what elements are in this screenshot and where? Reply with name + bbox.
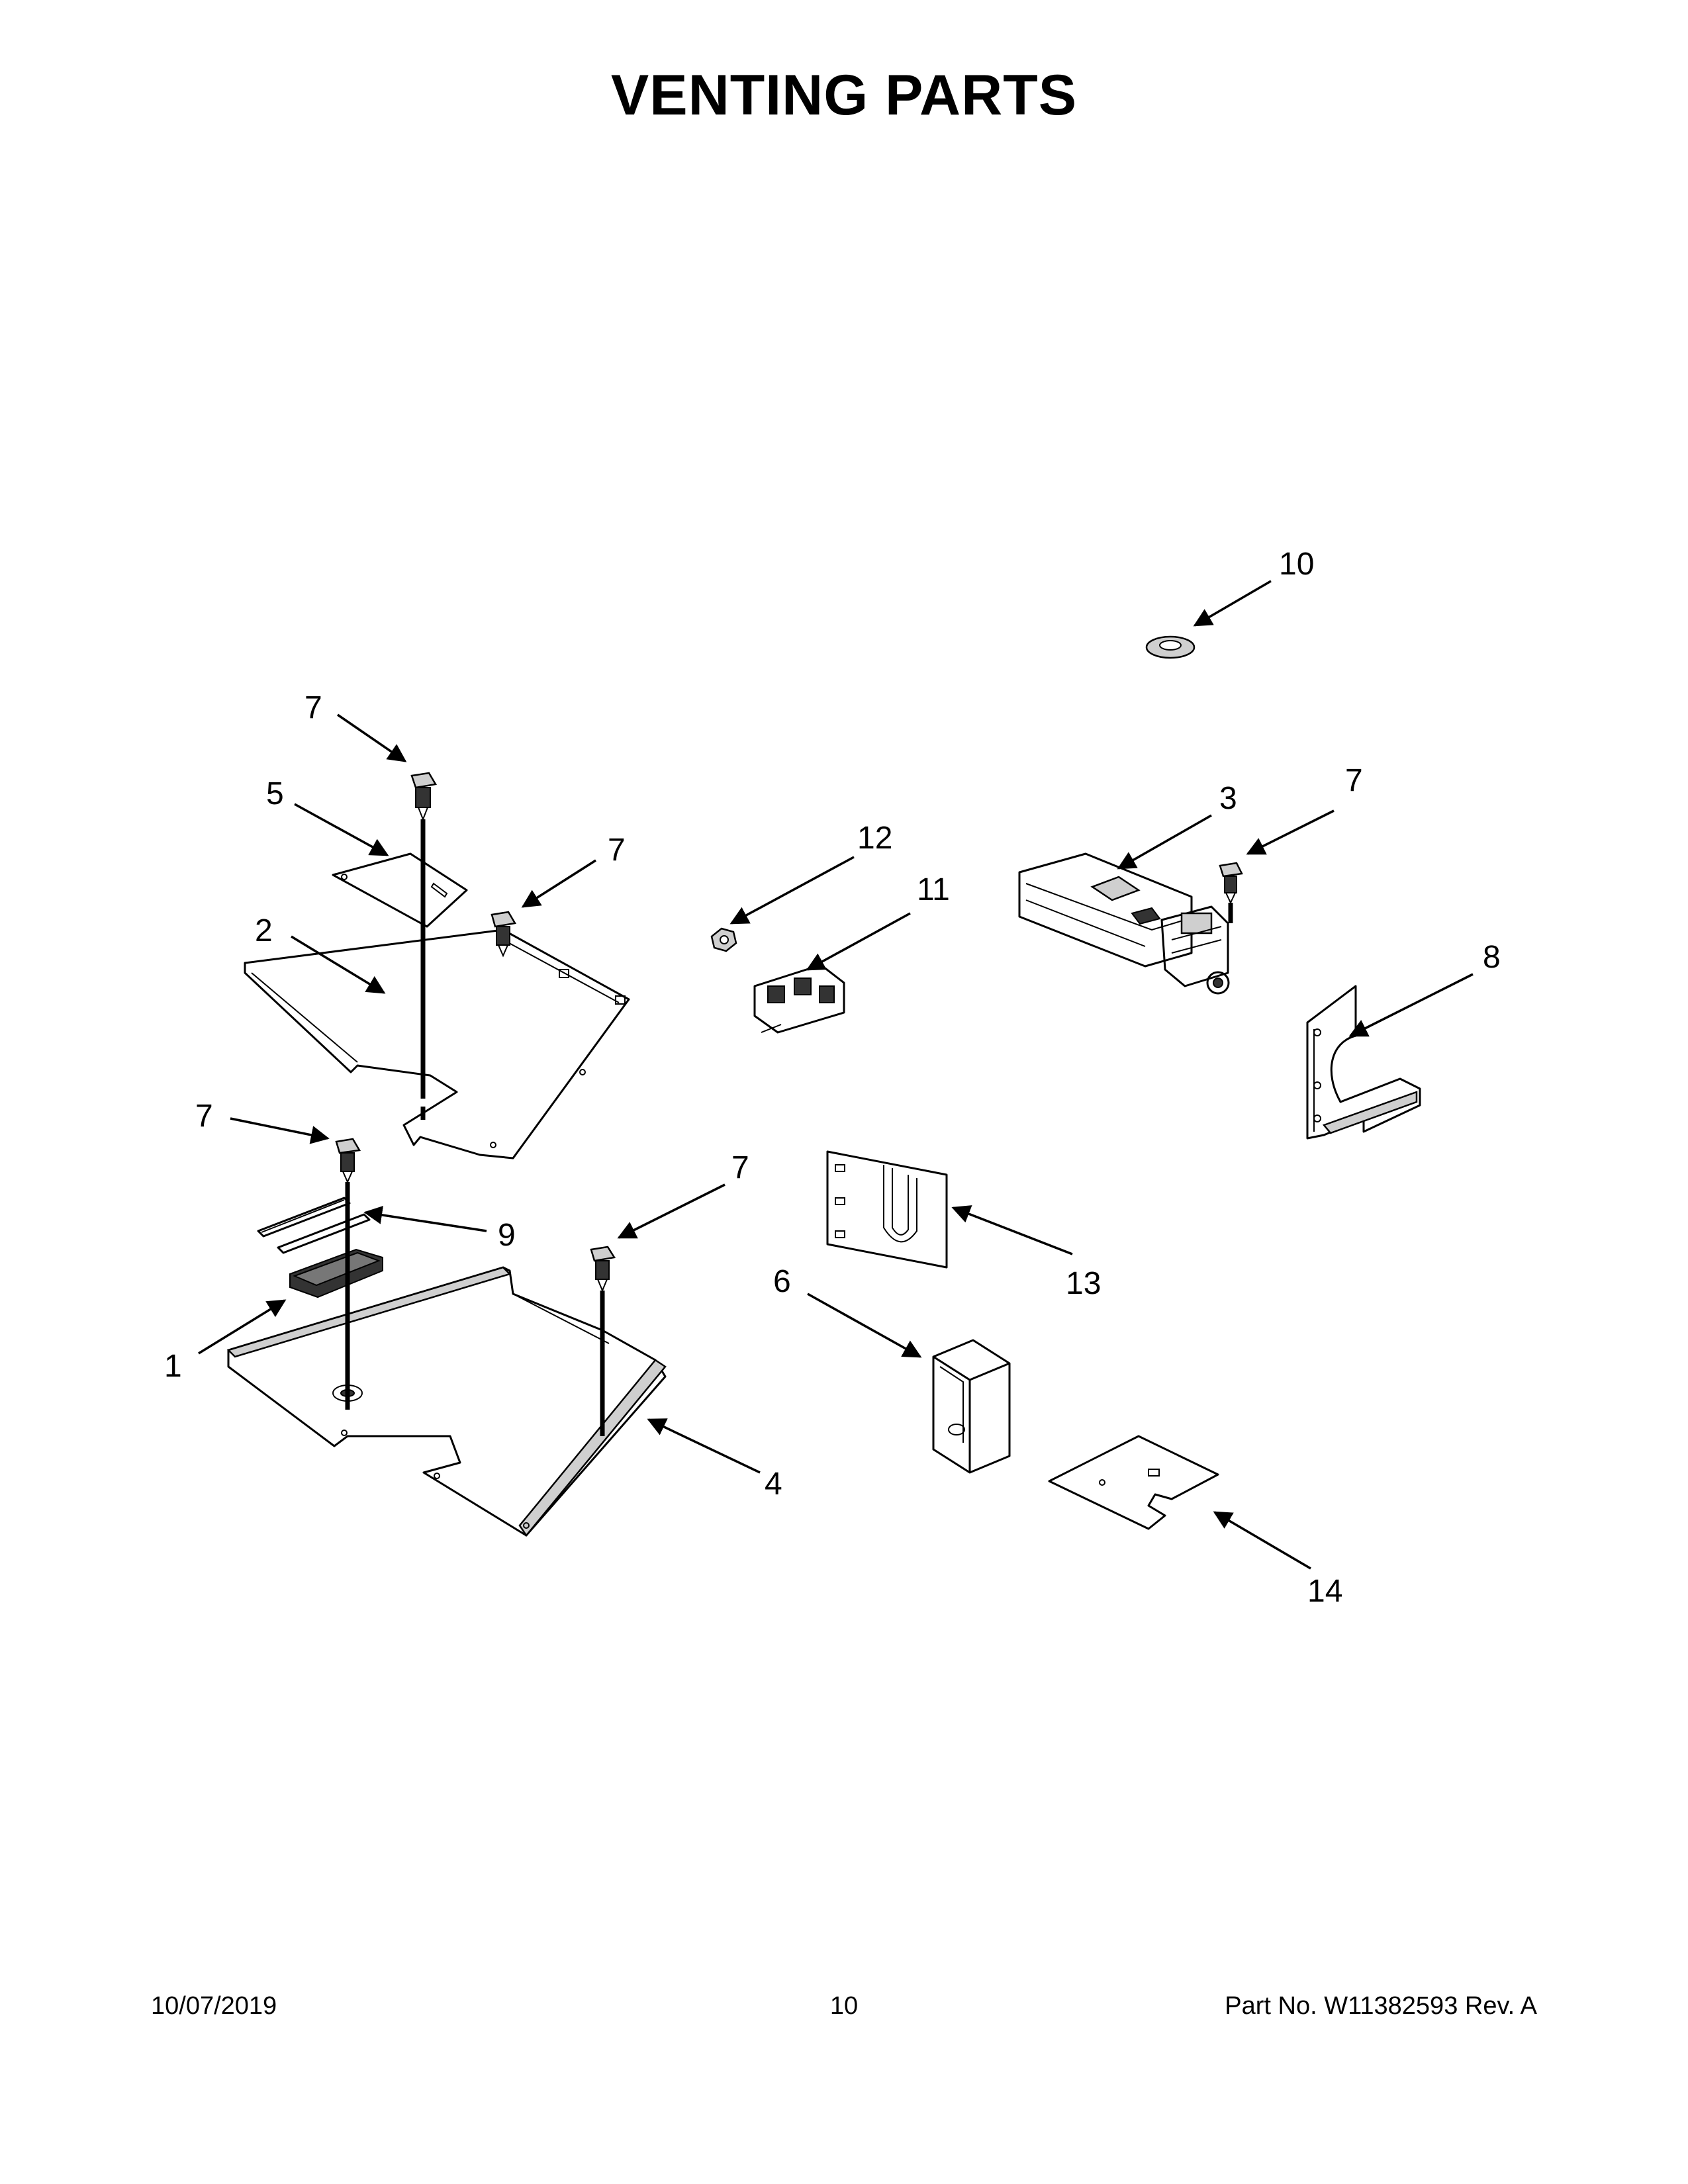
- callout-12: 12: [857, 821, 892, 856]
- part-7-screw-b: [491, 911, 516, 958]
- part-4-bottom-panel: [226, 1266, 667, 1537]
- part-2-top-panel: [244, 926, 630, 1160]
- callout-4: 4: [765, 1467, 782, 1502]
- callout-9: 9: [498, 1218, 516, 1253]
- callout-7-d: 7: [195, 1099, 213, 1134]
- callout-7-a: 7: [305, 690, 322, 725]
- leader-lines: [198, 580, 1474, 1570]
- part-14-cover-plate: [1048, 1435, 1219, 1530]
- part-12-nut: [710, 927, 737, 952]
- callout-3: 3: [1219, 781, 1237, 816]
- callout-7-b: 7: [608, 833, 626, 868]
- page-title: VENTING PARTS: [610, 64, 1078, 127]
- part-5-small-plate: [332, 852, 468, 928]
- part-3-vent-motor: [1018, 852, 1230, 995]
- footer-date: 10/07/2019: [151, 1992, 277, 2020]
- callout-labels: 1 2 3 4 5 6 7 7 7 7 7 8 9 10 11 12 13 14: [164, 547, 1501, 1609]
- part-1-vent-duct: [289, 1248, 383, 1298]
- callout-13: 13: [1066, 1266, 1101, 1301]
- callout-8: 8: [1483, 940, 1501, 975]
- part-7-screw-e: [590, 1246, 616, 1436]
- part-10-washer: [1145, 635, 1196, 659]
- callout-10: 10: [1279, 547, 1314, 582]
- callout-7-c: 7: [1345, 763, 1363, 798]
- part-7-screw-d: [335, 1138, 361, 1410]
- callout-1: 1: [164, 1349, 182, 1384]
- callout-6: 6: [773, 1264, 791, 1299]
- callout-2: 2: [255, 913, 273, 948]
- callout-5: 5: [266, 776, 284, 811]
- part-7-screw-c: [1219, 862, 1243, 923]
- footer-page-number: 10: [829, 1992, 859, 2020]
- part-13-u-plate: [826, 1150, 948, 1269]
- callout-7-e: 7: [731, 1150, 749, 1185]
- footer-part-number: Part No. W11382593 Rev. A: [1225, 1992, 1537, 2020]
- part-8-bracket: [1306, 985, 1421, 1140]
- part-6-junction-box: [932, 1339, 1011, 1474]
- part-9-strips: [257, 1197, 371, 1254]
- part-11-terminal-block: [753, 964, 845, 1034]
- callout-14: 14: [1307, 1574, 1342, 1609]
- part-7-screw-a: [410, 772, 437, 1085]
- callout-11: 11: [917, 872, 950, 907]
